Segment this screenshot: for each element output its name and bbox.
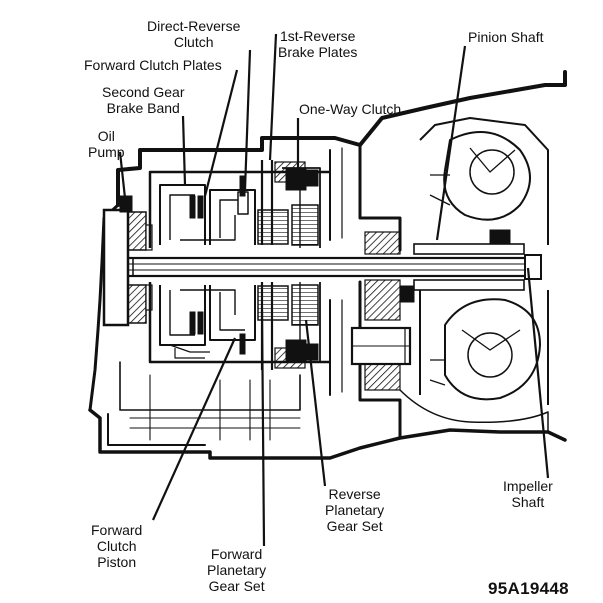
leader-lines: [118, 33, 550, 547]
leader-forward-clutch-plates: [203, 69, 239, 197]
label-line: Brake Plates: [278, 44, 358, 60]
label-line: Second Gear: [102, 84, 185, 100]
label-line: Piston: [97, 554, 137, 570]
label-line: Oil: [97, 128, 115, 144]
figure-code: 95A19448: [488, 579, 569, 598]
leader-reverse-planetary-gear-set: [304, 319, 327, 487]
clutch-plates-lower: [189, 284, 319, 369]
label-line: Planetary: [207, 562, 267, 578]
label-direct-reverse-clutch: Direct-Reverse Clutch: [147, 18, 240, 50]
label-line: Forward: [91, 522, 143, 538]
label-line: Clutch: [173, 34, 214, 50]
converter-hub: [350, 229, 525, 391]
label-line: 1st-Reverse: [279, 28, 356, 44]
label-line: Gear Set: [326, 518, 383, 534]
leader-oil-pump: [118, 151, 127, 199]
label-line: Planetary: [325, 502, 385, 518]
label-forward-planetary-gear-set: Forward Planetary Gear Set: [207, 546, 266, 594]
label-line: Direct-Reverse: [147, 18, 241, 34]
label-impeller-shaft: Impeller Shaft: [503, 478, 553, 510]
label-line: Forward: [210, 546, 263, 562]
label-line: Forward Clutch Plates: [84, 57, 222, 73]
label-one-way-clutch: One-Way Clutch: [299, 101, 401, 117]
label-line: Pump: [88, 144, 125, 160]
label-reverse-planetary-gear-set: Reverse Planetary Gear Set: [325, 486, 384, 534]
torque-converter: [419, 117, 549, 405]
label-forward-clutch-plates: Forward Clutch Plates: [84, 57, 222, 73]
label-line: Shaft: [511, 494, 545, 510]
leader-impeller-shaft: [526, 267, 550, 479]
label-line: Gear Set: [208, 578, 265, 594]
label-line: Brake Band: [106, 100, 180, 116]
leader-pinion-shaft: [435, 45, 467, 241]
leader-second-gear-brake-band: [181, 115, 187, 186]
label-pinion-shaft: Pinion Shaft: [468, 29, 544, 45]
label-second-gear-brake-band: Second Gear Brake Band: [102, 84, 185, 116]
label-line: One-Way Clutch: [299, 101, 402, 117]
label-first-reverse-brake-plates: 1st-Reverse Brake Plates: [278, 28, 357, 60]
leader-direct-reverse-clutch: [243, 49, 252, 191]
leader-forward-planetary-gear-set: [260, 309, 266, 547]
label-line: Pinion Shaft: [468, 29, 544, 45]
main-shaft: [123, 254, 542, 280]
label-oil-pump: Oil Pump: [88, 128, 125, 160]
clutch-assembly-lower: [148, 282, 330, 370]
label-line: Impeller: [503, 478, 553, 494]
leader-forward-clutch-piston: [151, 337, 237, 521]
label-line: Clutch: [96, 538, 137, 554]
label-forward-clutch-piston: Forward Clutch Piston: [91, 522, 142, 570]
leader-first-reverse-brake-plates: [268, 33, 278, 161]
label-line: Reverse: [328, 486, 381, 502]
transmission-case: [88, 70, 567, 460]
